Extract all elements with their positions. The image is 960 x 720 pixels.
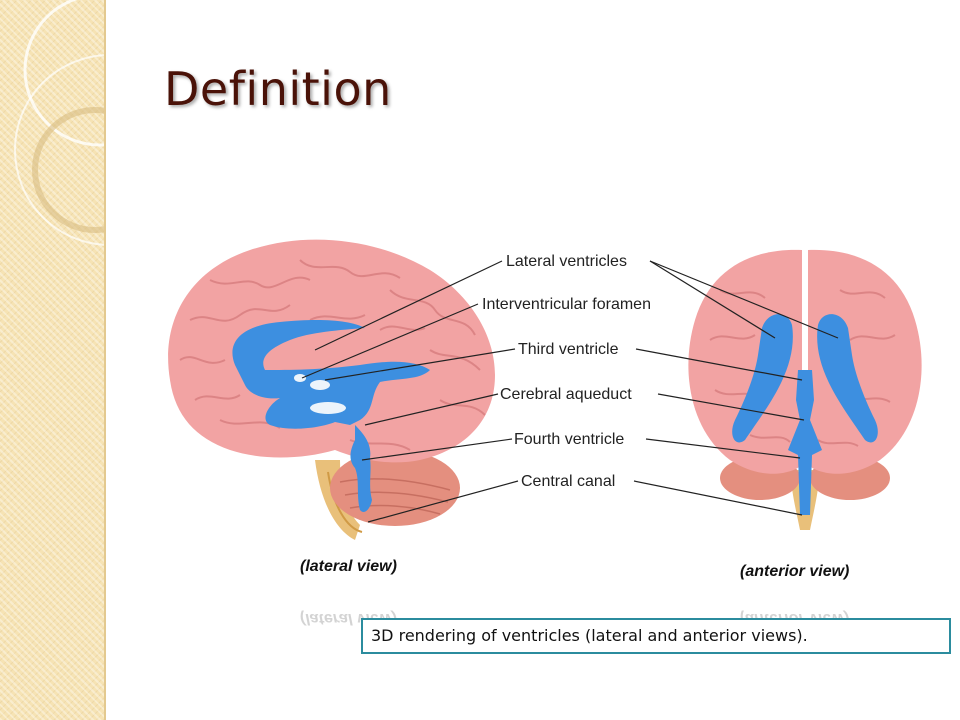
label-cerebral-aqueduct: Cerebral aqueduct (500, 386, 632, 403)
lateral-brain (168, 239, 496, 540)
label-central-canal: Central canal (521, 473, 615, 490)
sidebar-circle-ornament (14, 0, 104, 246)
slide-title: Definition (164, 62, 392, 116)
lateral-view-label: (lateral view) (300, 558, 397, 575)
label-interventricular-foramen: Interventricular foramen (482, 296, 651, 313)
anterior-brain (688, 249, 922, 530)
caption-box: 3D rendering of ventricles (lateral and … (361, 618, 951, 654)
leader-lines (301, 260, 839, 523)
anterior-view-label: (anterior view) (740, 563, 849, 580)
label-lateral-ventricles: Lateral ventricles (506, 253, 627, 270)
label-third-ventricle: Third ventricle (518, 341, 619, 358)
label-fourth-ventricle: Fourth ventricle (514, 431, 624, 448)
decorative-sidebar (0, 0, 106, 720)
